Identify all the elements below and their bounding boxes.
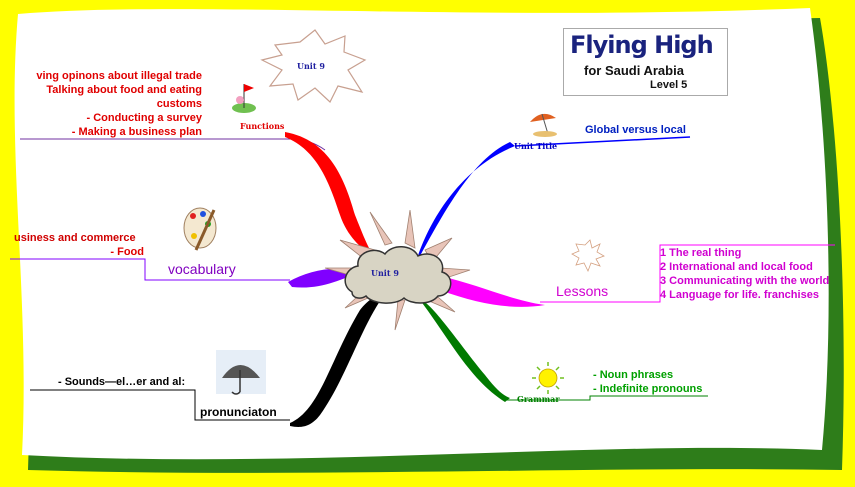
functions-item: Talking about food and eating (46, 84, 202, 96)
lessons-item: 3 Communicating with the world (660, 275, 830, 287)
beach-umbrella-icon (530, 113, 557, 137)
pronunciation-item: - Sounds—el…er and al: (58, 376, 186, 388)
lessons-underline (540, 244, 835, 303)
grammar-underline (505, 395, 708, 401)
functions-label: Functions (240, 121, 285, 131)
paint-palette-icon (183, 207, 217, 251)
logo-title: Flying High (570, 31, 714, 59)
unit-burst-shape (260, 29, 367, 103)
unit-title-label: Unit Title (514, 141, 558, 151)
lessons-label: Lessons (556, 283, 609, 299)
grammar-item: - Noun phrases (593, 369, 674, 381)
vocabulary-item: usiness and commerce (14, 232, 136, 244)
grammar-label: Grammar (517, 394, 560, 404)
unit-title-underline (514, 136, 691, 147)
vocabulary-underline (10, 258, 290, 281)
center-label: Unit 9 (371, 268, 399, 278)
center-cloud (344, 246, 452, 304)
functions-item: - Making a business plan (71, 126, 202, 138)
pronunciation-underline (30, 389, 290, 421)
functions-item: ving opinons about illegal trade (36, 70, 202, 82)
vocabulary-label: vocabulary (168, 261, 236, 277)
grammar-item: - Indefinite pronouns (593, 383, 703, 395)
logo-subtitle: for Saudi Arabia (584, 63, 684, 78)
functions-item: customs (156, 98, 202, 110)
lessons-burst-icon (571, 239, 605, 272)
pronunciation-branch (290, 296, 382, 427)
lessons-branch (440, 276, 545, 307)
functions-item: - Conducting a survey (86, 112, 202, 124)
lessons-item: 2 International and local food (660, 261, 813, 273)
grammar-branch (420, 300, 510, 402)
vocabulary-branch (288, 268, 360, 288)
unit-burst-label: Unit 9 (297, 61, 325, 71)
pronunciation-label: pronunciaton (200, 405, 277, 419)
sun-icon (532, 362, 564, 394)
unit-title-item: Global versus local (585, 124, 686, 136)
golf-flag-icon (232, 84, 256, 113)
logo-level: Level 5 (650, 79, 688, 91)
lessons-item: 4 Language for life. franchises (660, 289, 819, 301)
lessons-item: 1 The real thing (660, 247, 742, 259)
flying-high-logo: Flying High for Saudi Arabia Level 5 (563, 28, 728, 96)
vocabulary-item: - Food (110, 246, 144, 258)
paper-sheet (14, 8, 829, 460)
rain-umbrella-icon (216, 350, 266, 395)
functions-branch (285, 132, 380, 262)
